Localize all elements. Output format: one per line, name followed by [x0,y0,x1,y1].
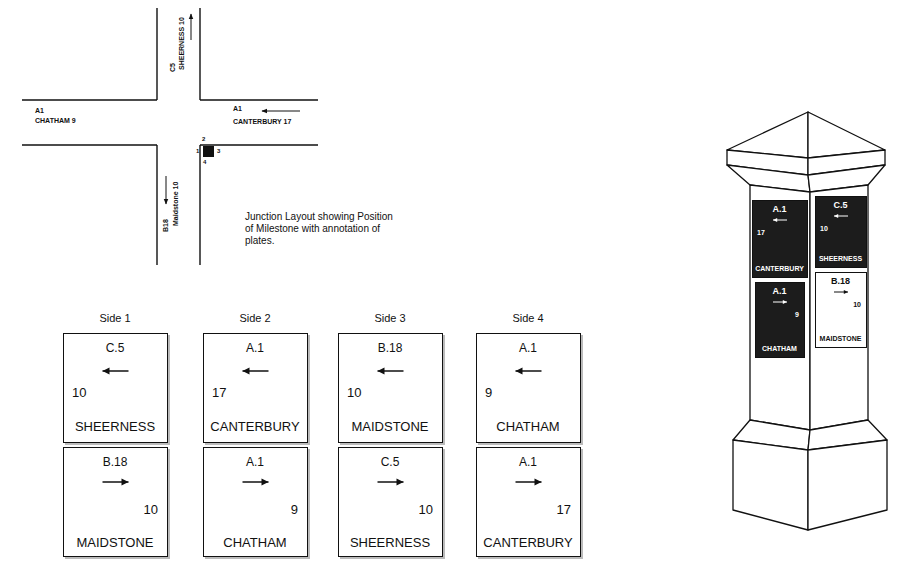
destination: CANTERBURY [755,265,804,273]
sign-plate: A.1 17CANTERBURY [476,447,581,557]
distance: 10 [419,503,433,517]
road-number: A.1 [519,342,537,355]
plate-arrow [243,370,269,372]
plate-arrowhead [844,290,848,294]
destination: SHEERNESS [350,536,430,550]
plate-arrow [243,481,269,483]
plate-arrowhead [378,368,385,375]
side-number: 2 [202,136,205,143]
road-number: B.18 [378,342,403,355]
distance: 17 [557,503,571,517]
destination: CHATHAM [496,420,559,434]
road-number: A.1 [772,287,786,297]
destination: CHATHAM [762,345,797,353]
plate-arrow [773,220,787,221]
sign-plate: B.18 10MAIDSTONE [338,333,443,443]
distance: 9 [291,503,298,517]
road-number: B18 [162,219,170,232]
plate-arrowhead [397,479,404,486]
plate-arrow [103,481,129,483]
side-number: 3 [217,148,220,155]
sign-plate: B.18 10MAIDSTONE [63,447,168,557]
plate-arrow [103,370,129,372]
plate-arrowhead [262,479,269,486]
distance: 10 [72,386,86,400]
side-heading: Side 2 [239,312,270,324]
destination: MAIDSTONE [76,536,153,550]
road-number: A1 [233,105,242,113]
plate-arrow [516,370,542,372]
road-number: A.1 [772,205,786,215]
road-arrows [166,14,300,204]
plate-arrow [834,292,848,293]
pillar-plate: B.18 10MAIDSTONE [815,272,867,348]
distance: 17 [757,229,765,237]
plate-arrowhead [535,479,542,486]
road-number: B.18 [831,277,850,287]
road-number: C.5 [381,456,400,469]
road-number: C5 [169,63,177,72]
road-destination: SHEERNESS 10 [178,17,186,70]
pillar-plate: A.1 9CHATHAM [755,282,805,358]
distance: 10 [853,301,861,309]
plate-arrowhead [783,300,787,304]
plate-arrowhead [773,218,777,222]
destination: SHEERNESS [819,255,862,263]
sign-plate: A.1 9CHATHAM [203,447,308,557]
side-heading: Side 3 [374,312,405,324]
plate-arrow [834,216,848,217]
destination: CANTERBURY [483,536,572,550]
pillar-plate: A.1 17CANTERBURY [752,200,808,278]
plate-arrowhead [834,214,838,218]
road-number: C.5 [833,201,847,211]
distance: 10 [820,225,828,233]
plate-arrow [378,481,404,483]
sign-plate: A.1 9CHATHAM [476,333,581,443]
side-number: 4 [203,159,206,166]
distance: 9 [795,311,799,319]
caption: Junction Layout showing Position of Mile… [245,211,395,247]
distance: 10 [144,503,158,517]
milestone-marker [203,146,214,157]
distance: 10 [347,386,361,400]
road-number: B.18 [103,456,128,469]
plate-arrow [378,370,404,372]
milestone-illustration [727,112,887,530]
road-number: A.1 [246,342,264,355]
destination: SHEERNESS [75,420,155,434]
plate-arrowhead [122,479,129,486]
side-heading: Side 4 [512,312,543,324]
destination: CHATHAM [223,536,286,550]
side-heading: Side 1 [99,312,130,324]
plate-arrowhead [516,368,523,375]
destination: CANTERBURY [210,420,299,434]
plate-arrow [773,302,787,303]
road-destination: CANTERBURY 17 [233,118,291,126]
sign-plate: A.1 17CANTERBURY [203,333,308,443]
distance: 9 [485,386,492,400]
pillar-plate: C.5 10SHEERNESS [815,196,867,268]
road-number: A.1 [519,456,537,469]
road-number: A.1 [246,456,264,469]
destination: MAIDSTONE [820,335,862,343]
distance: 17 [212,386,226,400]
sign-plate: C.5 10SHEERNESS [63,333,168,443]
destination: MAIDSTONE [351,420,428,434]
road-destination: CHATHAM 9 [35,117,76,125]
side-number: 1 [196,148,199,155]
road-destination: Maidstone 10 [172,182,180,226]
plate-arrow [516,481,542,483]
plate-arrowhead [243,368,250,375]
plate-arrowhead [103,368,110,375]
sign-plate: C.5 10SHEERNESS [338,447,443,557]
road-number: A1 [35,107,44,115]
road-number: C.5 [106,342,125,355]
